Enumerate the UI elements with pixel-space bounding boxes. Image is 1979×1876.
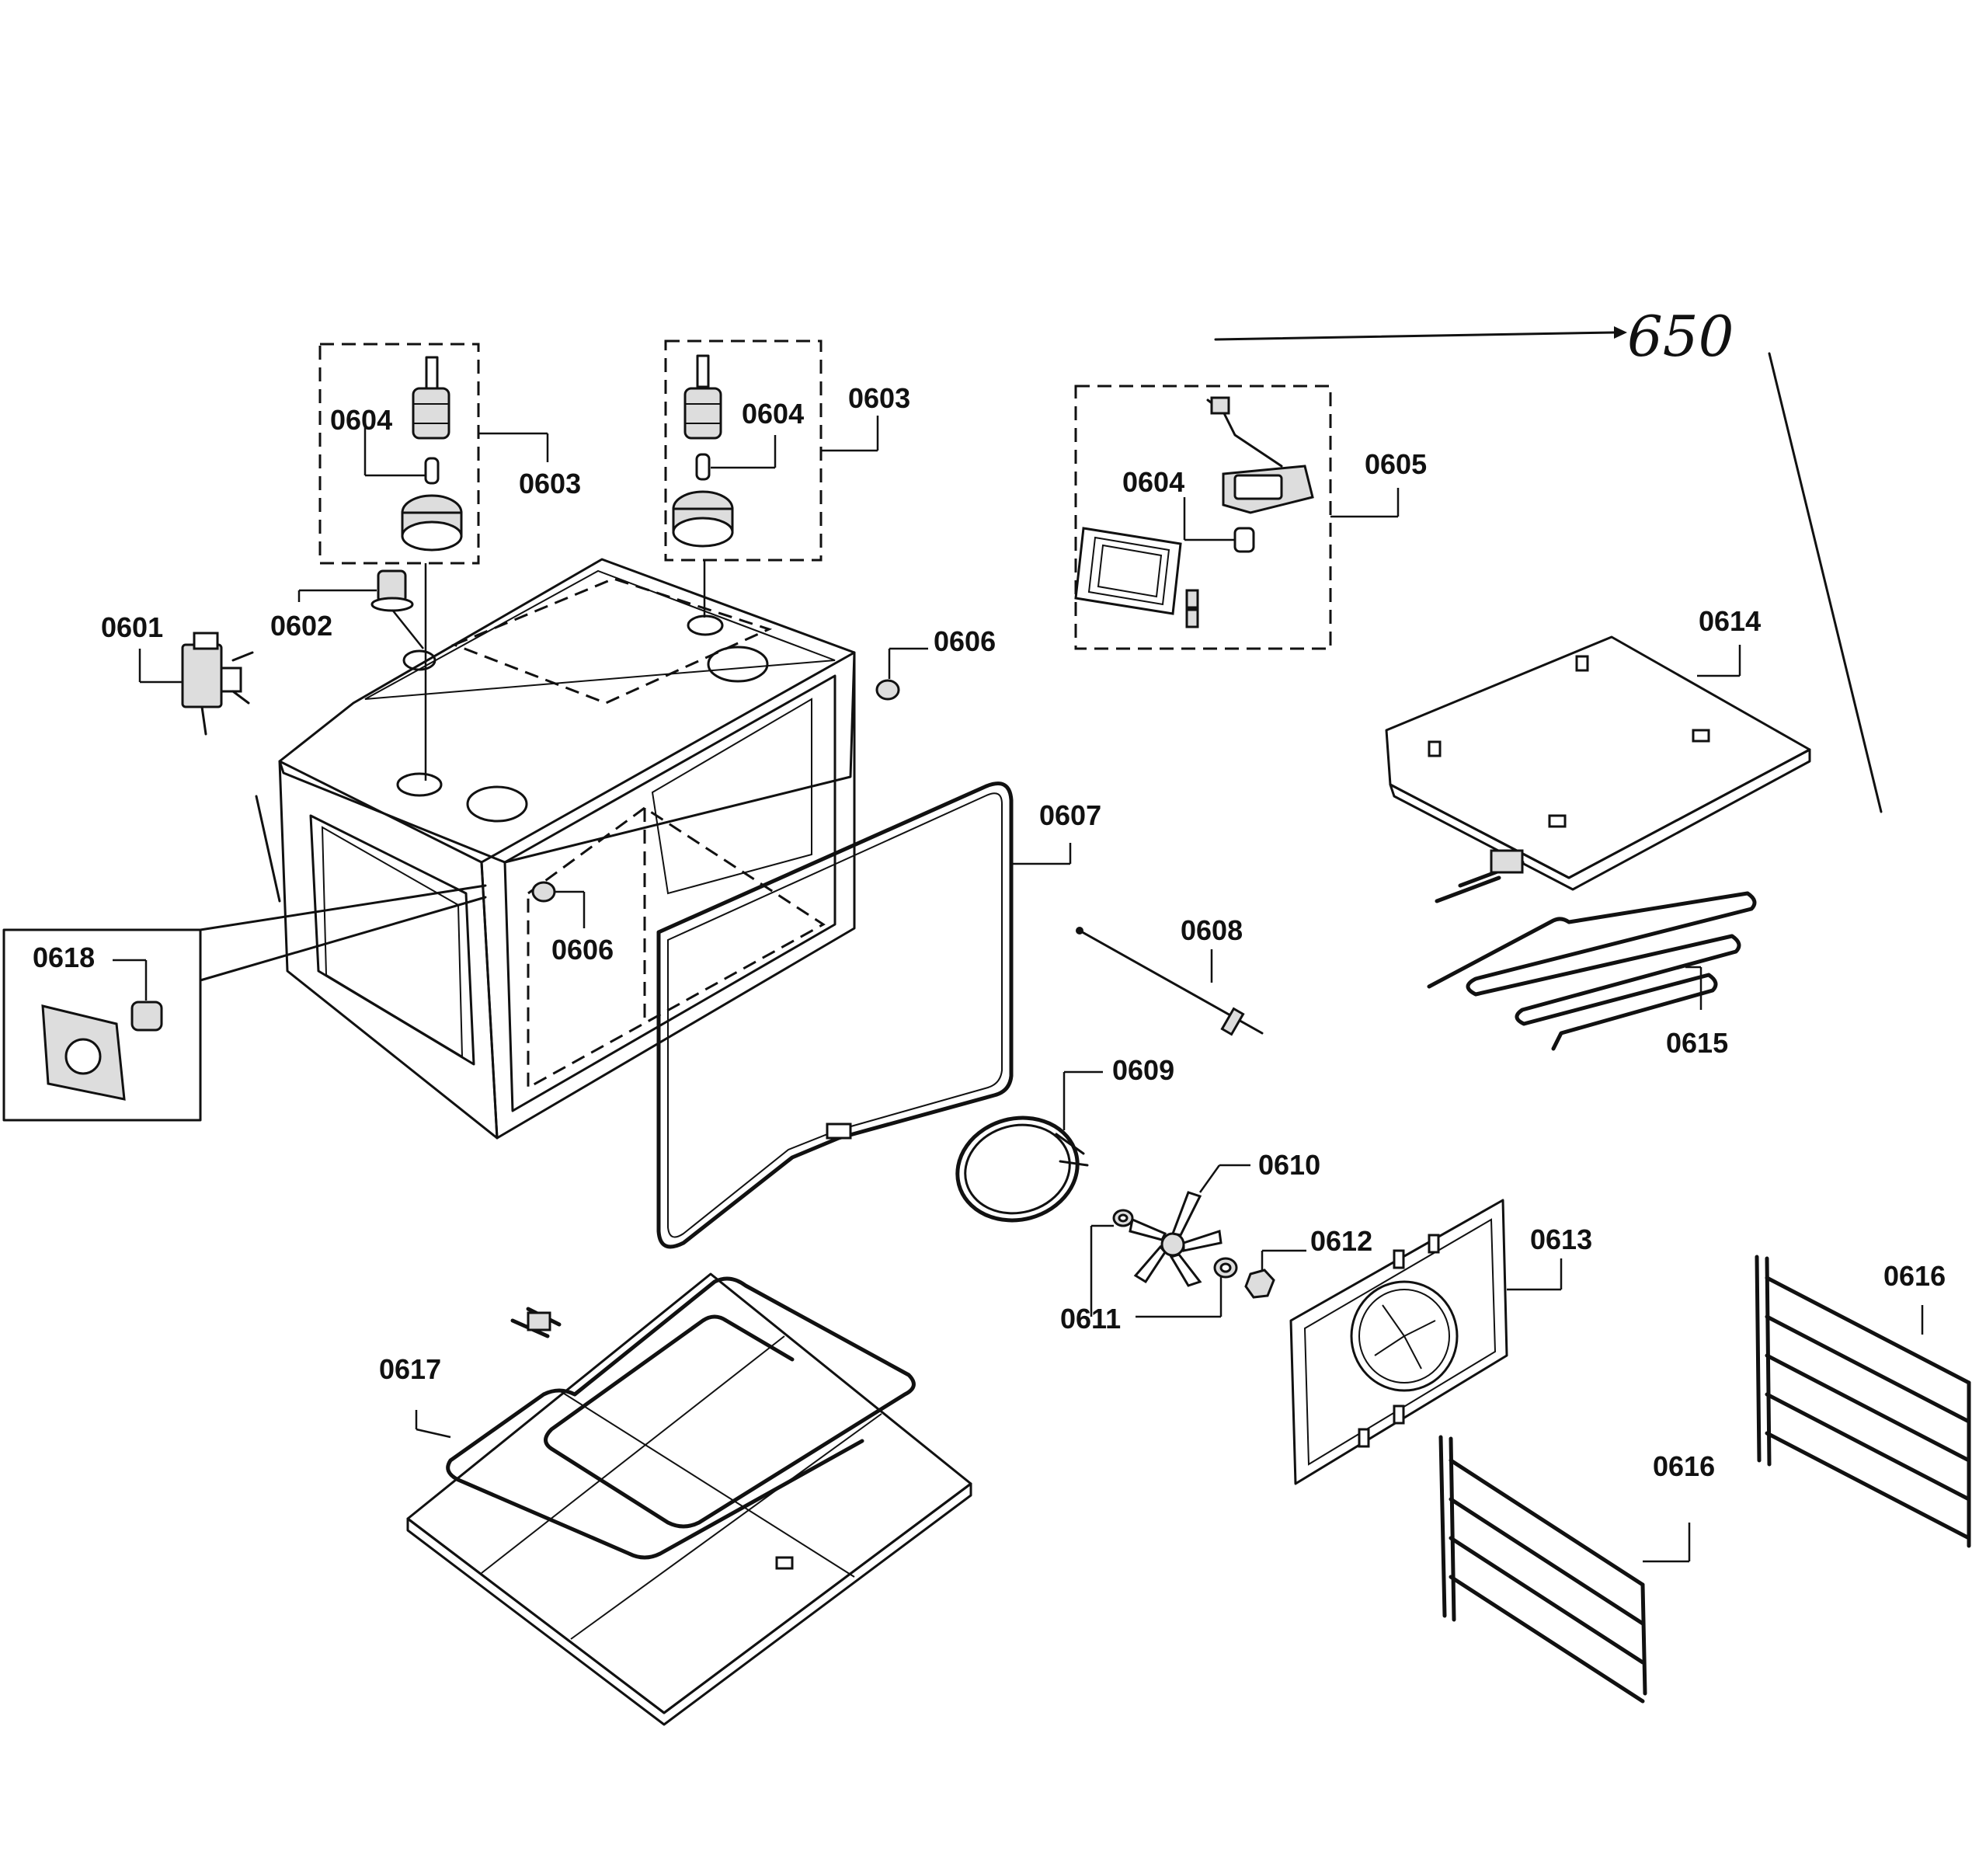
label-0602: 0602	[270, 610, 332, 642]
top-heater-cover[interactable]	[1385, 635, 1811, 891]
door-lock-motor[interactable]	[138, 632, 254, 736]
label-0618: 0618	[33, 941, 95, 973]
plug-lower[interactable]	[531, 881, 586, 928]
fan-nut-washers[interactable]	[1090, 1209, 1238, 1318]
label-0615: 0615	[1666, 1027, 1728, 1059]
label-0616-left: 0616	[1653, 1450, 1715, 1482]
rear-fan-cover[interactable]	[1289, 1199, 1563, 1485]
lamp-assembly-left[interactable]	[318, 343, 549, 653]
top-heating-element[interactable]	[1427, 849, 1757, 1051]
label-0616-right: 0616	[1883, 1260, 1946, 1292]
label-0610: 0610	[1258, 1149, 1320, 1181]
ring-heating-element[interactable]	[946, 1070, 1103, 1234]
label-0604-left: 0604	[330, 404, 392, 436]
assembly-reference: 650	[1214, 304, 1883, 813]
label-0603-left: 0603	[519, 468, 581, 499]
part-labels: 0601 0602 0603 0603 0604 0604 0604 0605 …	[33, 382, 1946, 1482]
lamp-assembly-right[interactable]	[664, 339, 879, 618]
bottom-heating-element[interactable]	[406, 1272, 972, 1726]
label-0605: 0605	[1365, 448, 1427, 480]
oven-cavity[interactable]	[255, 558, 856, 1140]
thermostat-cap[interactable]	[297, 569, 424, 649]
label-0614: 0614	[1699, 605, 1761, 637]
inset-detail-box[interactable]	[2, 884, 487, 1122]
plug-upper[interactable]	[875, 647, 928, 701]
label-0609: 0609	[1112, 1054, 1174, 1086]
oven-rack-support-left[interactable]	[1438, 1435, 1691, 1704]
label-0617: 0617	[379, 1353, 441, 1385]
label-0611: 0611	[1060, 1303, 1121, 1335]
label-0606-upper: 0606	[934, 625, 996, 657]
label-0613: 0613	[1530, 1223, 1592, 1255]
temperature-sensor-rod[interactable]	[1076, 927, 1264, 1036]
side-lamp-assembly[interactable]	[1074, 385, 1400, 650]
door-gasket[interactable]	[656, 781, 1072, 1249]
label-0604-middle: 0604	[742, 398, 804, 430]
hex-nut[interactable]	[1244, 1249, 1306, 1299]
label-0612: 0612	[1310, 1225, 1372, 1257]
label-0601: 0601	[101, 611, 163, 643]
label-0604-right: 0604	[1122, 466, 1184, 498]
label-0603-right: 0603	[848, 382, 910, 414]
label-0607: 0607	[1039, 799, 1101, 831]
convection-fan-blade[interactable]	[1129, 1164, 1250, 1287]
label-0608: 0608	[1181, 914, 1243, 946]
assembly-ref-label: 650	[1627, 304, 1734, 369]
label-0606-lower: 0606	[551, 934, 614, 966]
oven-rack-support-right[interactable]	[1755, 1255, 1971, 1548]
